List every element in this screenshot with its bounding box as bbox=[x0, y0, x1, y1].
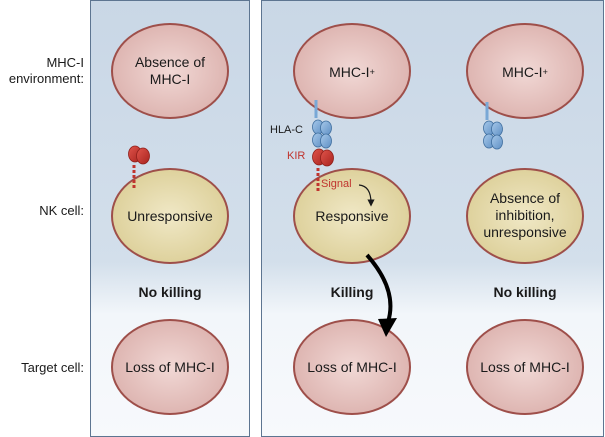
target-cell-label-col1: Loss of MHC-I bbox=[125, 358, 215, 375]
hla-c-molecule-icon-col3 bbox=[483, 102, 503, 150]
target-cell-label-col3: Loss of MHC-I bbox=[480, 358, 570, 375]
target-cell-col2 bbox=[293, 319, 411, 415]
nk-cell-label-col1: Unresponsive bbox=[127, 207, 213, 224]
mhc-cell-label-col2: MHC-I+ bbox=[300, 62, 404, 82]
outcome-label-col3: No killing bbox=[493, 284, 557, 300]
target-cell-col3 bbox=[466, 319, 584, 415]
nk-cell-col1 bbox=[111, 168, 229, 264]
mhc-cell-label-col1: Absence of MHC-I bbox=[134, 54, 206, 87]
mhc-positive-text: MHC-I bbox=[502, 63, 543, 80]
mhc-cell-col1 bbox=[111, 23, 229, 119]
mhc-cell-col2 bbox=[293, 23, 411, 119]
mhc-positive-superscript: + bbox=[542, 66, 548, 77]
outcome-label-col2: Killing bbox=[330, 284, 374, 300]
kir-label: KIR bbox=[287, 150, 306, 162]
hla-c-label: HLA-C bbox=[270, 124, 304, 136]
nk-cell-col3 bbox=[466, 168, 584, 264]
mhc-positive-superscript: + bbox=[369, 66, 375, 77]
nk-cell-label-col2: Responsive bbox=[315, 207, 389, 224]
mhc-positive-text: MHC-I bbox=[329, 63, 370, 80]
mhc-cell-label-col3: MHC-I+ bbox=[473, 62, 577, 82]
outcome-label-col1: No killing bbox=[138, 284, 202, 300]
nk-cell-label-col3: Absence of inhibition, unresponsive bbox=[483, 189, 567, 240]
row-label-target-cell: Target cell: bbox=[21, 360, 84, 375]
mhc-cell-col3 bbox=[466, 23, 584, 119]
signal-arrow-icon bbox=[358, 184, 375, 207]
target-cell-col1 bbox=[111, 319, 229, 415]
kir-receptor-icon-col2 bbox=[312, 148, 334, 192]
kir-receptor-icon-col1 bbox=[128, 145, 150, 190]
row-label-nk-cell: NK cell: bbox=[39, 203, 84, 218]
row-label-mhc-environment: MHC-I environment: bbox=[8, 55, 84, 86]
nk-cell-col2 bbox=[293, 168, 411, 264]
killing-arrow-icon bbox=[365, 253, 397, 337]
signal-label: Signal bbox=[321, 178, 352, 190]
hla-c-molecule-icon-col2 bbox=[312, 100, 332, 149]
target-cell-label-col2: Loss of MHC-I bbox=[307, 358, 397, 375]
